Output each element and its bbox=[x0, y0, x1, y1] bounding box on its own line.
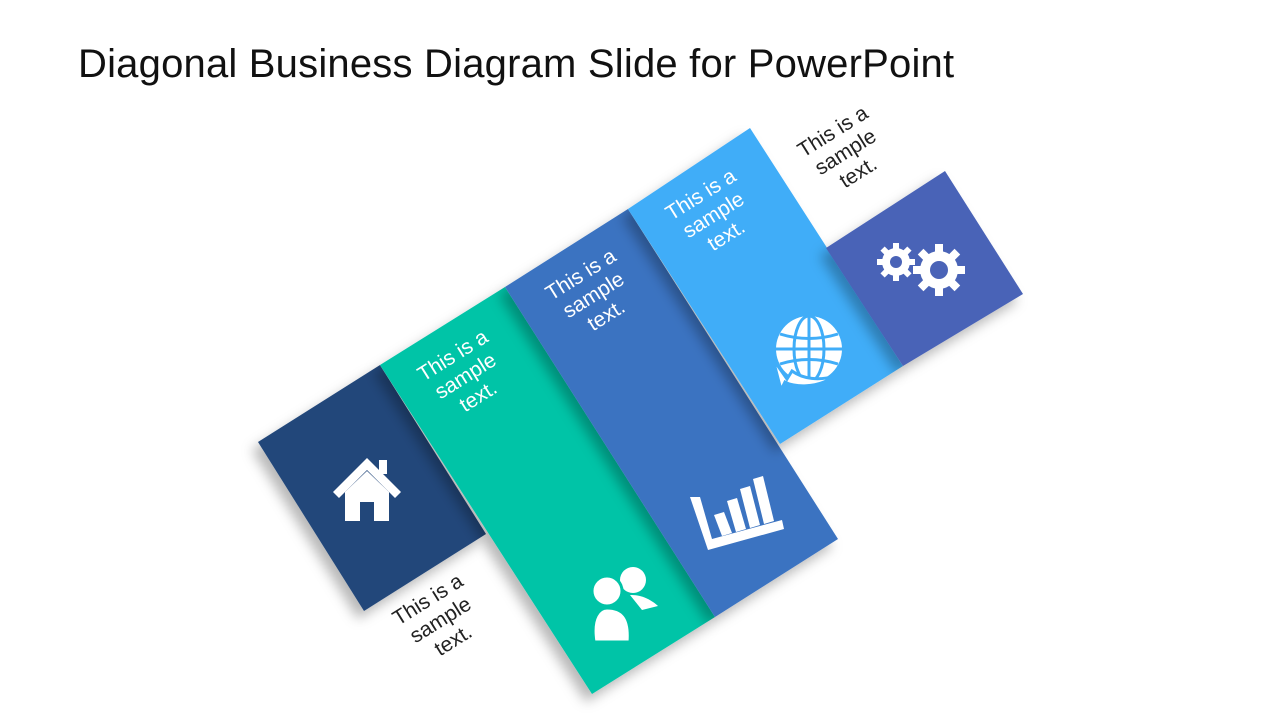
bar-chart-icon bbox=[690, 476, 784, 550]
globe-icon bbox=[771, 314, 842, 395]
gears-icon bbox=[877, 243, 965, 296]
people-icon bbox=[590, 567, 658, 644]
slide-title: Diagonal Business Diagram Slide for Powe… bbox=[78, 42, 955, 86]
house-icon bbox=[333, 458, 401, 521]
caption-block-5: This is a sample text. bbox=[794, 101, 882, 193]
caption-block-1: This is a sample text. bbox=[389, 569, 477, 661]
